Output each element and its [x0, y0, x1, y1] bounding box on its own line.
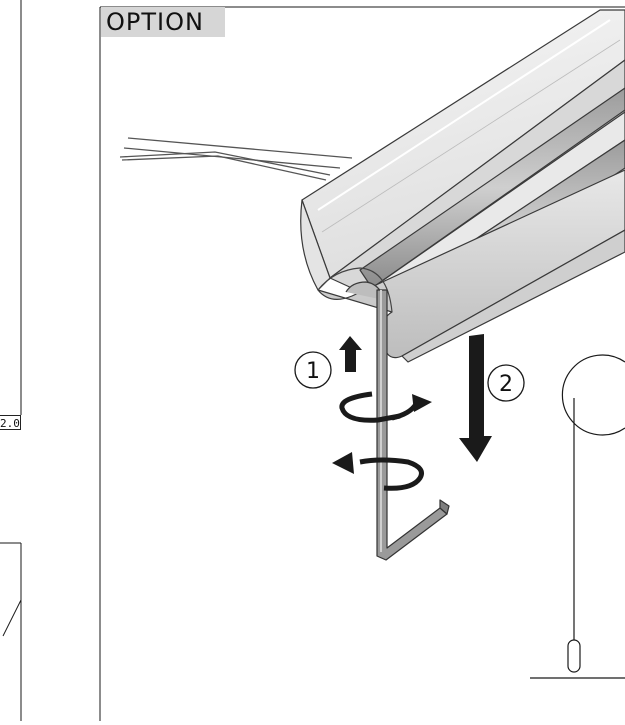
left-panel-frame: [0, 0, 22, 721]
plumb-line-icon: [530, 354, 625, 679]
rotate-arrow-head-lower: [332, 452, 354, 474]
rotate-arrow-head-upper: [412, 394, 432, 412]
step-1-callout: 1: [294, 351, 332, 389]
led-profile: [300, 9, 625, 363]
step-2-callout: 2: [487, 364, 525, 402]
rotate-arrow-icon-lower: [359, 457, 424, 491]
version-label: 2.0: [0, 415, 21, 430]
cable-icon: [119, 137, 353, 181]
option-label: OPTION: [101, 7, 225, 37]
push-up-arrow-icon: [339, 336, 362, 372]
step-1-number: 1: [306, 359, 320, 384]
pull-down-arrow-icon: [459, 334, 492, 462]
step-2-number: 2: [499, 372, 513, 397]
